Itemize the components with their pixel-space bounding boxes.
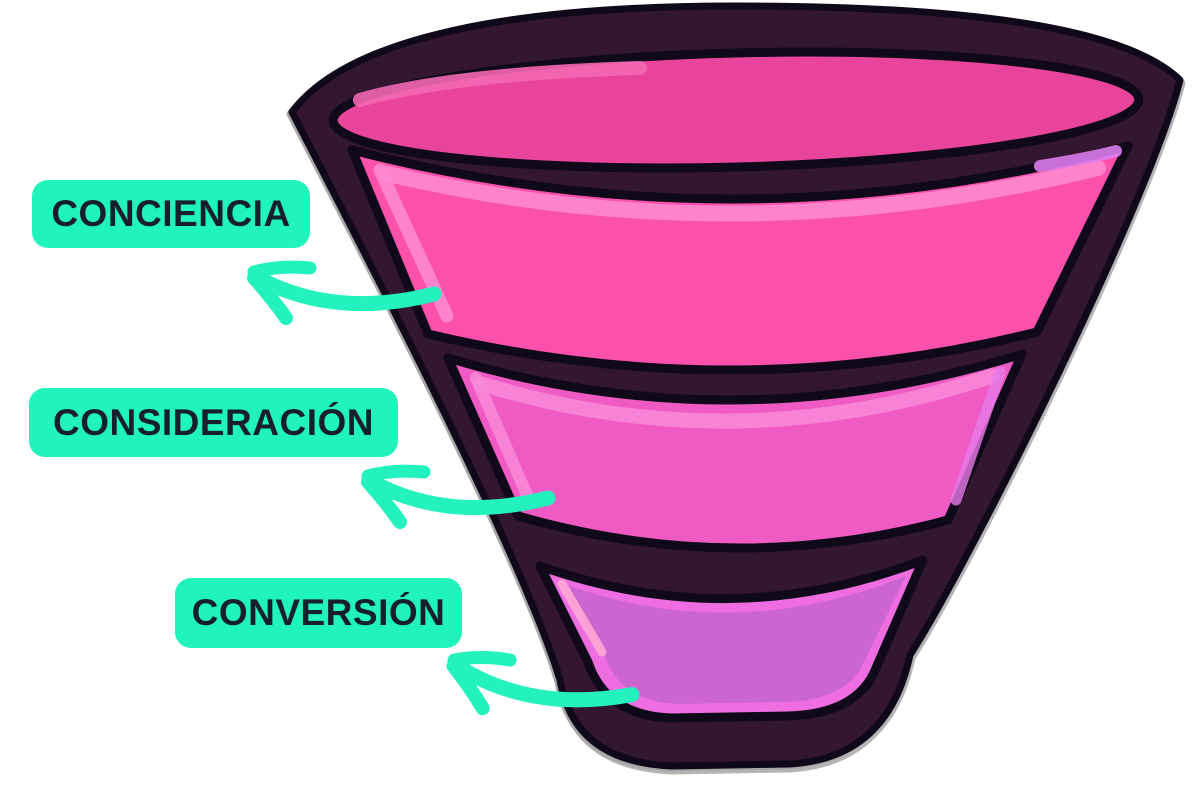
funnel-opening	[328, 47, 1144, 173]
stage-label-consideracion: CONSIDERACIÓN	[29, 388, 398, 457]
stage-label-conversion: CONVERSIÓN	[175, 578, 462, 648]
funnel-stage-conversion	[535, 555, 928, 723]
funnel-stage-conciencia	[347, 141, 1133, 375]
funnel-body	[288, 2, 1184, 770]
opening-highlight	[353, 61, 647, 107]
stage-label-conciencia: CONCIENCIA	[32, 180, 310, 248]
funnel-stage-consideracion	[443, 349, 1027, 553]
